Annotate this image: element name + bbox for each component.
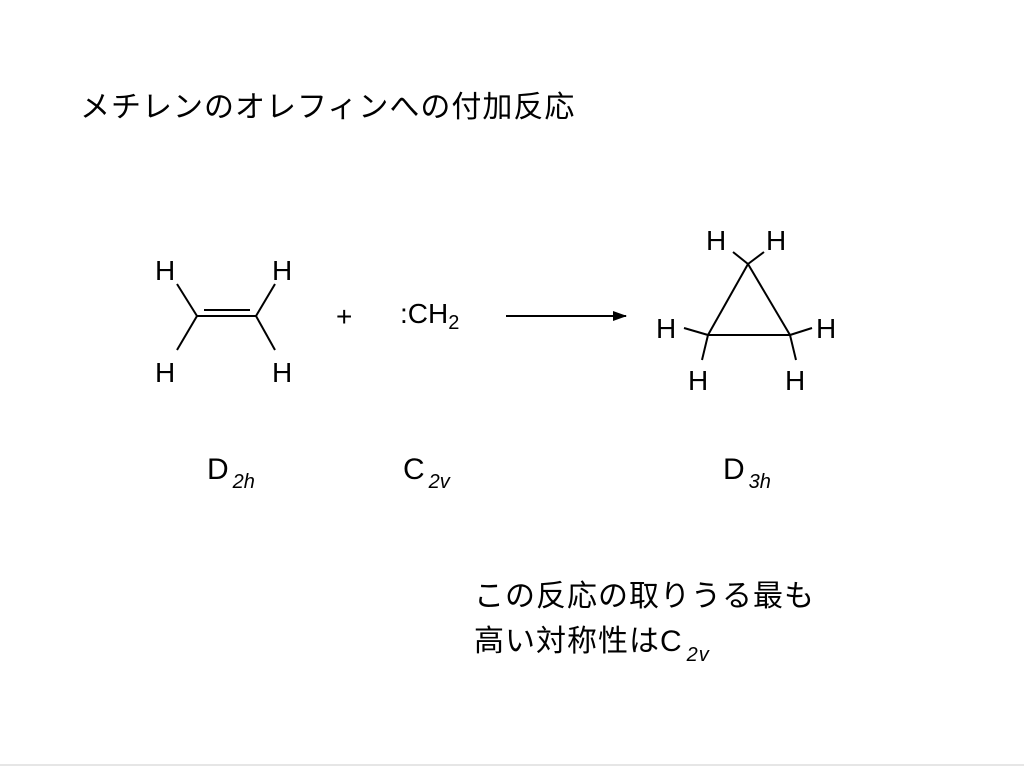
- cyclopropane-h-bottom-left: H: [688, 365, 709, 396]
- bond-right-h-out: [789, 327, 813, 336]
- point-group-ethylene-main: D: [207, 453, 229, 486]
- cyclopropane-h-left: H: [656, 313, 677, 344]
- methylene-prefix: :CH: [400, 298, 449, 329]
- methylene-formula: :CH2: [400, 298, 459, 335]
- slide-title: メチレンのオレフィンへの付加反応: [80, 90, 576, 125]
- conclusion-line-2-text: 高い対称性は: [474, 624, 660, 659]
- bond-top-h-right: [747, 251, 765, 265]
- bond-left-h-down: [701, 334, 709, 361]
- point-group-methylene-main: C: [403, 453, 425, 486]
- bond-c1-h-top: [176, 283, 198, 317]
- point-group-ethylene-sub: 2h: [232, 471, 255, 493]
- ethylene-h-top-right: H: [272, 255, 293, 286]
- ethylene-h-bottom-right: H: [272, 357, 293, 388]
- ethylene-bonds: [176, 283, 276, 351]
- conclusion-point-group-sub: 2v: [686, 644, 710, 666]
- conclusion-point-group-main: C: [660, 625, 683, 658]
- cyclopropane-bonds: [683, 251, 813, 361]
- methylene-subscript: 2: [448, 312, 460, 334]
- cyclopropane-h-top-right: H: [766, 225, 787, 256]
- plus-sign: +: [336, 301, 353, 332]
- bond-c2-h-top: [255, 283, 276, 317]
- bond-right-h-down: [789, 334, 797, 361]
- bond-left-h-out: [683, 327, 709, 336]
- ethylene-h-bottom-left: H: [155, 357, 176, 388]
- bond-top-h-left: [732, 251, 749, 265]
- cyclopropane-h-right: H: [816, 313, 837, 344]
- cyclopropane-h-top-left: H: [706, 225, 727, 256]
- ethylene-h-top-left: H: [155, 255, 176, 286]
- bond-c2-h-bottom: [255, 315, 276, 351]
- point-group-methylene-sub: 2v: [428, 471, 450, 493]
- cyclopropane-h-bottom-right: H: [785, 365, 806, 396]
- ring-bond-right: [747, 263, 791, 336]
- conclusion-line-1: この反応の取りうる最も: [474, 579, 815, 614]
- bond-c1-h-bottom: [176, 315, 198, 351]
- footer-divider: [0, 764, 1024, 766]
- ring-bond-left: [707, 263, 749, 336]
- point-group-cyclopropane-sub: 3h: [748, 471, 771, 493]
- point-group-cyclopropane-main: D: [723, 453, 745, 486]
